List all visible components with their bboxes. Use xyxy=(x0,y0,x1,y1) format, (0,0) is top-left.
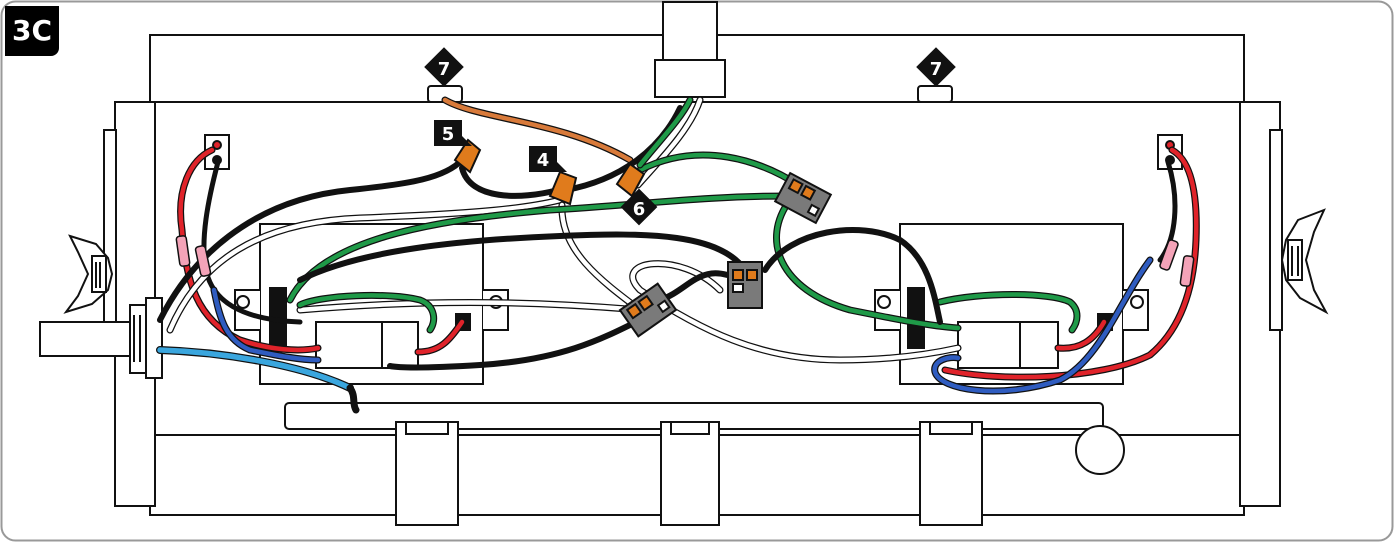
lever-connector-lower xyxy=(618,282,678,338)
cord-grip-nut xyxy=(129,304,147,374)
right-ear-a-hole xyxy=(877,295,891,309)
callout-4: 4 xyxy=(529,146,567,172)
lever-connector-middle xyxy=(727,261,763,309)
wire-nut-6 xyxy=(615,162,646,198)
top-mount-block xyxy=(654,59,726,98)
callout-6-label: 6 xyxy=(633,199,646,220)
callout-5: 5 xyxy=(434,120,472,146)
right-clip xyxy=(917,85,953,103)
top-mount-post xyxy=(662,1,718,63)
callout-7-right-label: 7 xyxy=(930,59,943,80)
left-ear-a-hole xyxy=(236,295,250,309)
callout-7-left-label: 7 xyxy=(438,59,451,80)
callout-7-right: 7 xyxy=(916,47,956,87)
right-wing-nut xyxy=(1280,208,1329,315)
power-cord-sleeve xyxy=(39,321,141,357)
leg-3-slot xyxy=(929,421,973,435)
callout-6: 6 xyxy=(620,188,658,226)
callout-5-label: 5 xyxy=(442,124,455,145)
right-ear-b-hole xyxy=(1130,295,1144,309)
leg-2-slot xyxy=(670,421,710,435)
leg-1-slot xyxy=(405,421,449,435)
left-end-cap-lip xyxy=(103,129,117,331)
leg-3 xyxy=(919,421,983,526)
right-ballast-terminal xyxy=(907,287,925,349)
left-wing-nut xyxy=(63,234,114,314)
cord-grip xyxy=(39,297,163,379)
cord-grip-flange xyxy=(145,297,163,379)
housing xyxy=(103,1,1283,526)
lever-connectors xyxy=(618,171,833,338)
round-knob xyxy=(1075,425,1125,475)
leg-2 xyxy=(660,421,720,526)
wire-nut-4 xyxy=(548,170,578,206)
crimp-connectors xyxy=(175,235,1195,287)
wire-nut-5 xyxy=(453,138,482,174)
step-label: 3C xyxy=(5,6,59,56)
callout-4-label: 4 xyxy=(537,150,550,171)
leg-1 xyxy=(395,421,459,526)
lever-connector-upper xyxy=(773,171,833,225)
right-end-cap-lip xyxy=(1269,129,1283,331)
wire-nuts xyxy=(453,138,646,206)
